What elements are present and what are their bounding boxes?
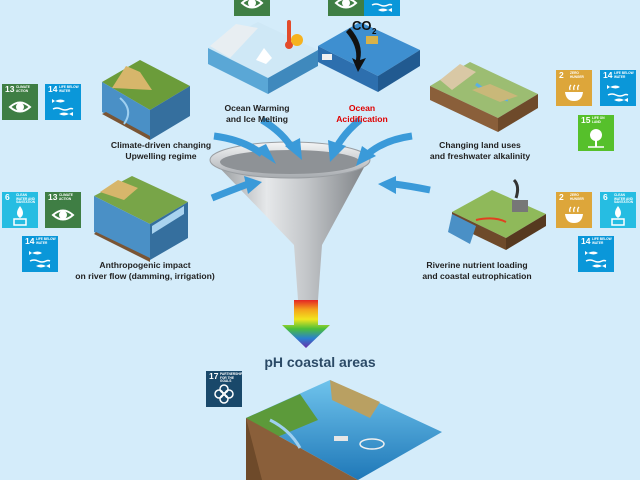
sdg-name: Partnerships for the Goals (220, 372, 242, 384)
fish-icon (585, 251, 607, 268)
tree-icon (588, 129, 604, 148)
fish-icon (371, 3, 393, 12)
fish-icon (29, 251, 51, 268)
sdg-name: Zero Hunger (570, 71, 584, 79)
input-arrows (210, 116, 431, 202)
sdg-name: Zero Hunger (570, 193, 584, 201)
sdg-clean-water-badge: 6 Clean Water and Sanitation (600, 192, 636, 228)
coastal-scene-block (246, 380, 442, 480)
sdg-name: Life Below Water (59, 85, 79, 93)
sdg-number: 6 (5, 192, 10, 202)
sdg-name: Life On Land (592, 116, 605, 124)
ph-rainbow-arrow (282, 300, 330, 348)
sdg-number: 2 (559, 192, 564, 202)
riverine-block (448, 178, 546, 250)
sdg-climate-action-badge: 13Climate Action (45, 192, 81, 228)
page-title: pH coastal areas (264, 354, 376, 370)
eye-globe-icon (8, 101, 32, 113)
fish-icon (52, 99, 74, 116)
sdg-name: Life Below Water (614, 71, 634, 79)
co2-label: CO 2 (352, 18, 377, 36)
eye-globe-icon (240, 0, 264, 9)
sdg-climate-action-badge: 13Climate Action (2, 84, 38, 120)
sdg-number: 14 (48, 84, 58, 94)
land-use-block (430, 62, 538, 132)
ocean-acidification-block (318, 22, 420, 92)
sdg-climate-action-badge: 13Climate Action (328, 0, 364, 16)
eye-globe-icon (51, 209, 75, 221)
sdg-name: Life Below Water (36, 237, 56, 245)
sdg-name: Climate Action (16, 85, 30, 93)
bowl-icon (565, 206, 583, 223)
sdg-climate-action-badge: 13Climate Action (234, 0, 270, 16)
sdg-life-below-water-badge: 14Life Below Water (600, 70, 636, 106)
fish-icon (607, 85, 629, 102)
sdg-life-below-water-badge: 14Life Below Water (364, 0, 400, 16)
upwelling-block (102, 60, 190, 140)
ocean-warming-block (208, 20, 318, 94)
water-drop-icon (13, 206, 27, 226)
funnel-mouth (220, 150, 360, 174)
funnel-cone (212, 160, 368, 300)
sdg-number: 6 (603, 192, 608, 202)
sdg-life-below-water-badge: 14Life Below Water (45, 84, 81, 120)
bowl-icon (565, 84, 583, 101)
sdg-number: 17 (209, 371, 219, 381)
flower-rings-icon (214, 384, 234, 404)
sdg-name: Clean Water and Sanitation (614, 193, 634, 205)
sdg-number: 13 (48, 192, 58, 202)
sdg-name: Climate Action (59, 193, 73, 201)
anthropogenic-block (94, 176, 188, 262)
water-drop-icon (611, 206, 625, 226)
sdg-zero-hunger-badge: 2 Zero Hunger (556, 192, 592, 228)
sdg-number: 2 (559, 70, 564, 80)
sdg-partnerships-badge: 17Partnerships for the Goals (206, 371, 242, 407)
sdg-number: 13 (5, 84, 15, 94)
svg-text:2: 2 (372, 27, 377, 36)
sdg-number: 14 (25, 236, 35, 246)
funnel (209, 141, 371, 348)
svg-text:CO: CO (352, 18, 372, 33)
sdg-zero-hunger-badge: 2 Zero Hunger (556, 70, 592, 106)
sdg-life-below-water-badge: 14Life Below Water (578, 236, 614, 272)
sdg-life-on-land-badge: 15Life On Land (578, 115, 614, 151)
sdg-clean-water-badge: 6 Clean Water and Sanitation (2, 192, 38, 228)
sdg-name: Clean Water and Sanitation (16, 193, 36, 205)
sdg-name: Life Below Water (592, 237, 612, 245)
sdg-life-below-water-badge: 14Life Below Water (22, 236, 58, 272)
sdg-number: 15 (581, 115, 591, 125)
sdg-number: 14 (581, 236, 591, 246)
eye-globe-icon (334, 0, 358, 9)
sdg-number: 14 (603, 70, 613, 80)
